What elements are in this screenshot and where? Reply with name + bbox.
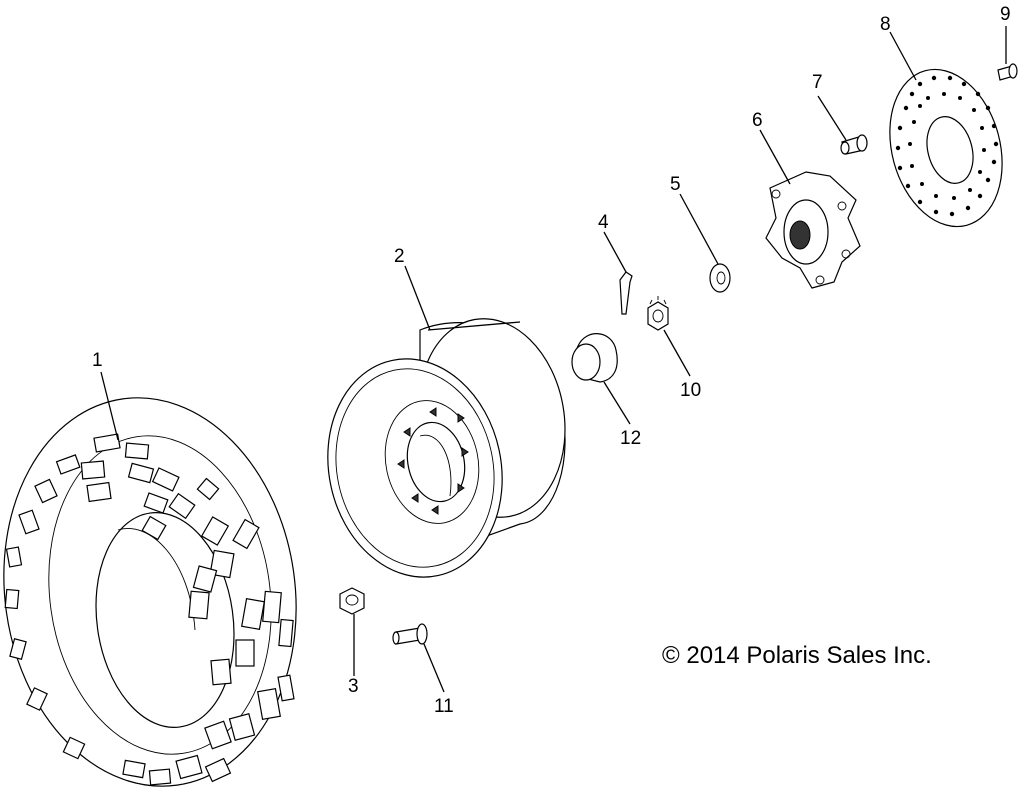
bolt-part-7 [840,134,868,155]
cotter-pin-part-4 [619,271,633,315]
castle-nut-part-10 [647,296,669,331]
callout-11: 11 [434,696,454,717]
wheel-hub-part-6 [765,171,861,289]
callout-5: 5 [670,174,681,195]
wheel-stud-part-11 [392,623,428,645]
tire-part-1 [3,397,297,787]
callout-12: 12 [620,428,641,449]
washer-part-5 [709,263,731,293]
callout-3: 3 [348,676,359,697]
callout-9: 9 [1000,4,1011,25]
callout-7: 7 [812,72,823,93]
brake-disc-part-8 [889,68,1003,228]
callout-2: 2 [394,246,405,267]
callout-4: 4 [598,212,609,233]
copyright-notice: © 2014 Polaris Sales Inc. [662,642,932,669]
callout-1: 1 [92,350,103,371]
callout-10: 10 [680,380,701,401]
leader-lines [100,26,1007,693]
callout-6: 6 [752,110,763,131]
callout-8: 8 [880,14,891,35]
bolt-part-9 [997,63,1018,81]
hub-cap-part-12 [571,333,618,383]
wheel-rim-part-2 [327,318,566,578]
lug-nut-part-3 [339,587,365,615]
